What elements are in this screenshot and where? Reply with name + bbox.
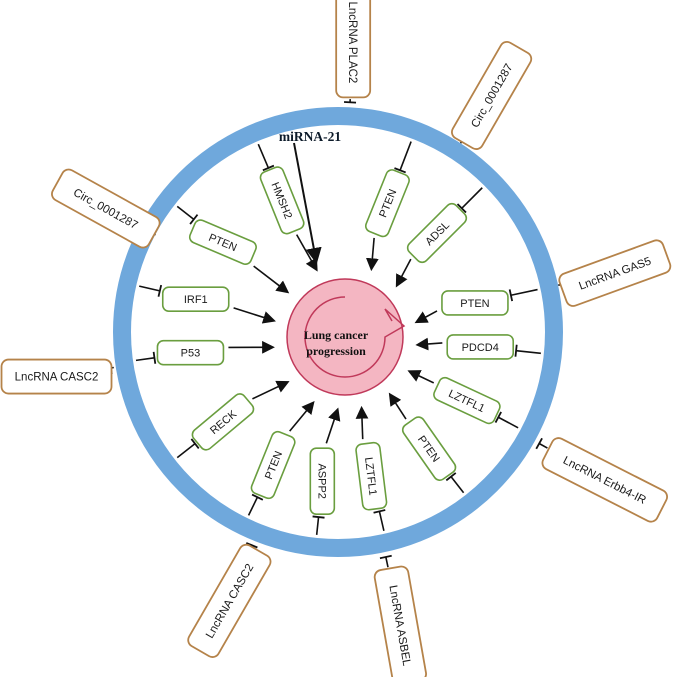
inhibition-ring-to-lztfl1-1 [494, 411, 519, 429]
mirna-ring [113, 107, 563, 557]
outer-regulator-erbb4: LncRNA Erbb4-IR [541, 437, 668, 523]
inhibition-ring-to-adsl [456, 187, 483, 214]
outer-regulator-asbel: LncRNA ASBEL [373, 565, 427, 677]
target-pten-4: PTEN [250, 430, 296, 500]
target-box [191, 393, 255, 451]
center-label-line1: Lung cancer [304, 328, 369, 342]
target-irf1: IRF1 [161, 286, 230, 312]
target-pdcd4: PDCD4 [446, 334, 515, 360]
arrow-pten-5-to-center [253, 265, 290, 294]
inhibition-ring-to-aspp2 [312, 515, 325, 535]
target-lztfl1-1: LZTFL1 [433, 376, 501, 425]
target-box [401, 416, 457, 481]
outer-regulator-casc2-a: LncRNA CASC2 [0, 358, 113, 395]
target-pten-5: PTEN [188, 219, 257, 265]
outer-regulator-circ-a: Circ_0001287 [451, 41, 533, 150]
outer-regulator-box [558, 239, 672, 307]
mirna-targets: PTENADSLPTENPDCD4LZTFL1PTENLZTFL1ASPP2PT… [156, 166, 515, 515]
arrow-pten-4-to-center [289, 401, 315, 432]
arrow-pdcd4-to-center [415, 337, 443, 351]
target-label: PTEN [460, 298, 489, 310]
target-label: IRF1 [184, 294, 208, 306]
target-box [156, 339, 225, 366]
target-lztfl1-2: LZTFL1 [355, 441, 388, 511]
center-label-line2: progression [306, 344, 366, 358]
target-pten-3: PTEN [401, 416, 457, 481]
inhibition-ring-to-irf1 [139, 284, 163, 297]
target-box [355, 441, 388, 511]
outer-regulator-box [541, 437, 668, 523]
target-box [309, 447, 336, 515]
arrow-irf1-to-center [233, 307, 276, 324]
target-pten-1: PTEN [364, 169, 410, 238]
target-reck: RECK [191, 393, 255, 451]
target-pten-2: PTEN [441, 290, 509, 316]
target-label: P53 [181, 348, 201, 360]
target-box [250, 430, 296, 500]
outer-regulator-plac2: LncRNA PLAC2 [335, 0, 372, 99]
arrow-pten-3-to-center [388, 392, 407, 420]
outer-regulator-box [51, 168, 161, 249]
inhibition-asbel [379, 554, 392, 568]
mirna-label: miRNA-21 [279, 129, 341, 144]
target-box [441, 290, 509, 316]
inhibition-plac2 [343, 99, 357, 104]
target-box [433, 376, 501, 425]
target-adsl: ADSL [406, 202, 468, 264]
outer-regulator-circ-b: Circ_0001287 [51, 168, 161, 249]
target-box [406, 202, 468, 264]
target-label: LZTFL1 [362, 456, 379, 496]
inhibition-ring-to-pten-5 [176, 205, 199, 225]
arrow-lztfl1-1-to-center [407, 370, 435, 384]
target-box [446, 334, 515, 360]
target-box [161, 286, 230, 312]
inhibition-ring-to-pten-4 [247, 493, 264, 516]
inhibition-ring-to-pten-3 [445, 472, 465, 494]
target-box [259, 166, 305, 235]
outer-regulator-box [373, 565, 427, 677]
target-aspp2: ASPP2 [309, 447, 336, 515]
arrow-pten-2-to-center [414, 310, 438, 324]
arrow-adsl-to-center [395, 258, 412, 288]
inhibition-erbb4 [535, 437, 548, 450]
target-hmsh2: HMSH2 [259, 166, 305, 235]
mirna-arrow [293, 142, 322, 264]
target-p53: P53 [156, 339, 225, 366]
outer-regulator-box [187, 543, 272, 658]
outer-regulator-label: LncRNA PLAC2 [346, 1, 358, 83]
outer-regulator-box [335, 0, 372, 99]
outer-regulator-gas5: LncRNA GAS5 [558, 239, 672, 307]
arrow-reck-to-center [252, 380, 290, 400]
outer-regulator-box [0, 358, 113, 395]
arrow-aspp2-to-center [325, 407, 341, 444]
center-arrow-swirl [304, 296, 406, 378]
arrow-lztfl1-2-to-center [355, 405, 369, 440]
inhibition-ring-to-pten-2 [508, 288, 538, 302]
center-disc [286, 278, 404, 396]
inhibition-ring-to-lztfl1-2 [373, 509, 386, 531]
target-box [364, 169, 410, 238]
arrow-hmsh2-to-center [295, 234, 318, 272]
inhibition-ring-to-hmsh2 [257, 143, 275, 172]
target-label: ASPP2 [315, 463, 327, 498]
inhibition-casc2-b [245, 542, 258, 549]
lung-cancer-progression-node: Lung cancer progression [286, 278, 406, 396]
inhibition-ring-to-pten-1 [394, 141, 412, 174]
inhibition-ring-to-pdcd4 [514, 344, 541, 357]
inhibition-ring-to-p53 [135, 351, 157, 364]
target-box [188, 219, 257, 265]
arrow-pten-1-to-center [365, 237, 379, 272]
outer-regulator-label: LncRNA CASC2 [15, 372, 99, 384]
outer-regulator-casc2-b: LncRNA CASC2 [187, 543, 272, 658]
target-label: PDCD4 [462, 342, 499, 354]
inhibition-ring-to-reck [176, 438, 200, 459]
outer-regulator-box [451, 41, 533, 150]
